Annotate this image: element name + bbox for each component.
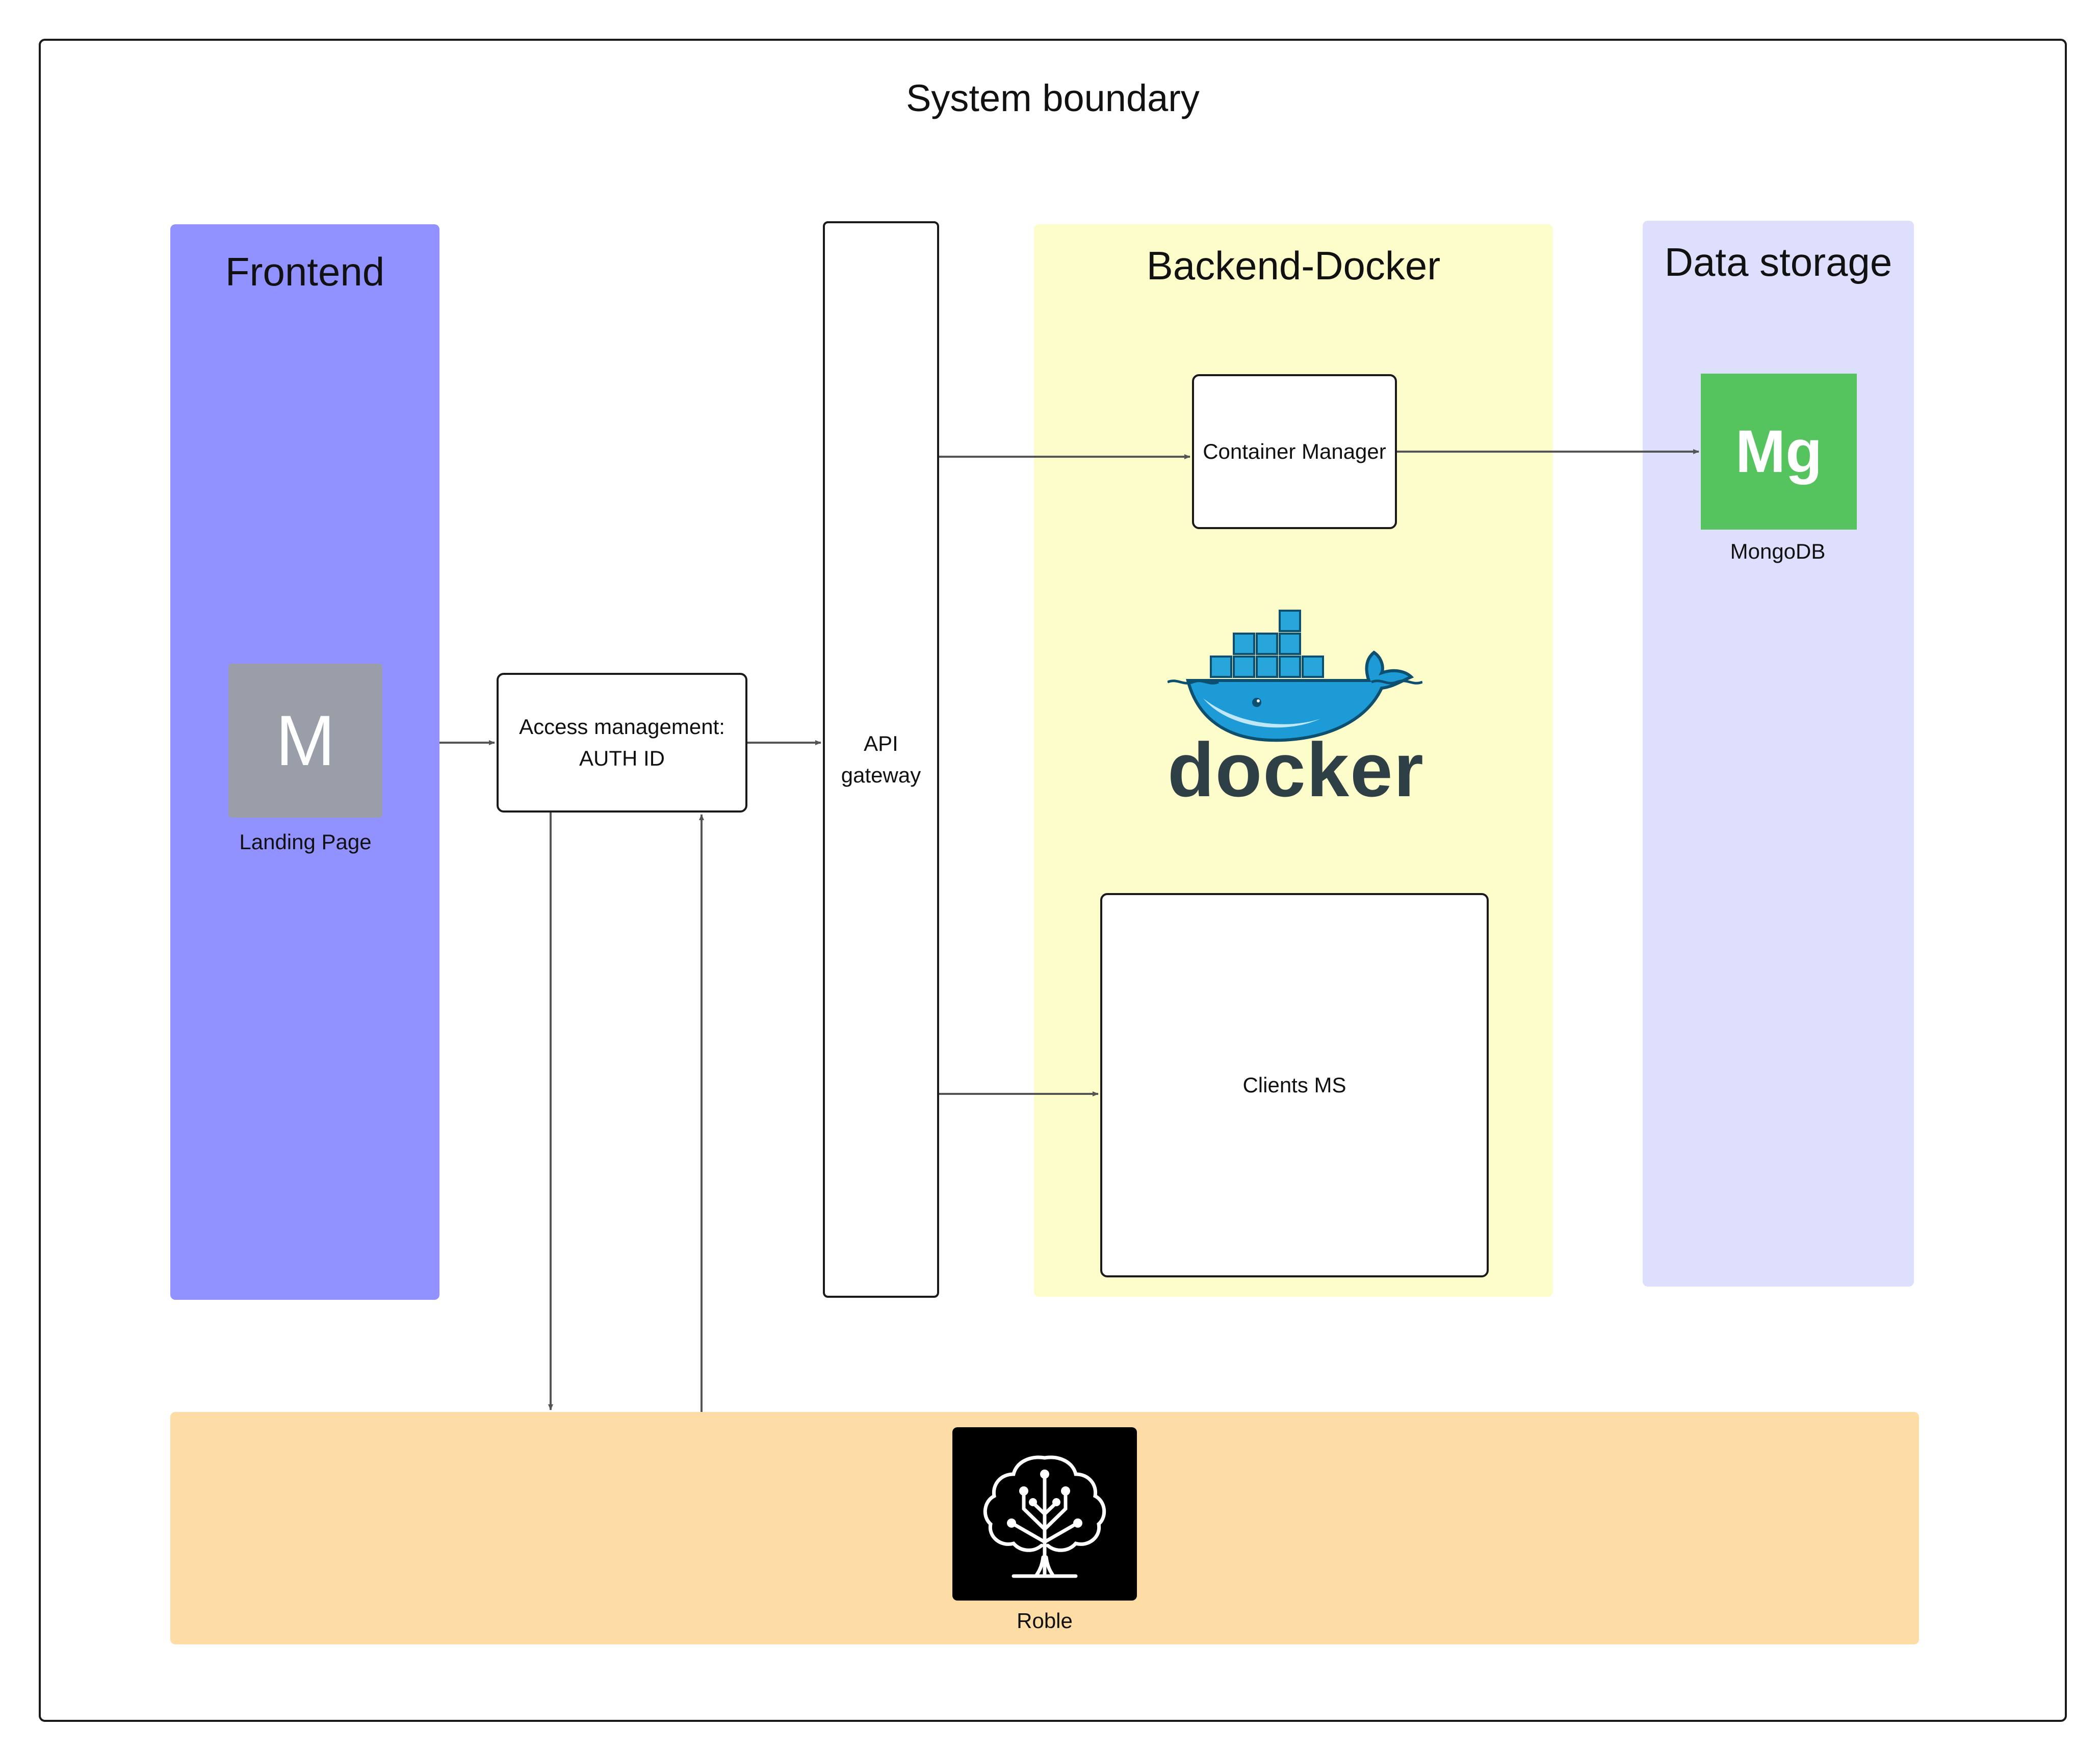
api-gateway-label-line1: API: [864, 731, 898, 755]
landing-page-caption: Landing Page: [239, 830, 372, 854]
mongodb-caption: MongoDB: [1730, 539, 1826, 563]
docker-wordmark: docker: [1168, 727, 1424, 813]
access-management-label-line1: Access management:: [519, 715, 725, 739]
system-boundary: [39, 39, 2067, 1722]
landing-page-icon[interactable]: M: [228, 664, 382, 818]
system-boundary-title: System boundary: [906, 77, 1200, 119]
clients-ms-node[interactable]: Clients MS: [1100, 893, 1489, 1277]
roble-caption: Roble: [1017, 1609, 1073, 1633]
docker-whale-icon: [1168, 610, 1422, 742]
mongodb-icon-text: Mg: [1735, 418, 1823, 485]
tree-icon: [983, 1455, 1106, 1578]
docker-logo: docker: [1168, 601, 1424, 816]
roble-icon[interactable]: [952, 1427, 1137, 1601]
container-manager-label: Container Manager: [1203, 439, 1386, 463]
frontend-lane-title: Frontend: [225, 249, 385, 294]
api-gateway-node[interactable]: API gateway: [823, 221, 939, 1298]
backend-docker-lane-title: Backend-Docker: [1146, 243, 1441, 288]
landing-page-icon-letter: M: [275, 700, 335, 780]
data-storage-lane-title: Data storage: [1664, 240, 1892, 284]
access-management-label-line2: AUTH ID: [579, 746, 665, 770]
clients-ms-label: Clients MS: [1242, 1073, 1346, 1097]
api-gateway-label-line2: gateway: [841, 763, 921, 787]
access-management-node[interactable]: Access management: AUTH ID: [497, 673, 747, 813]
mongodb-icon[interactable]: Mg: [1701, 374, 1857, 530]
container-manager-node[interactable]: Container Manager: [1192, 374, 1397, 529]
